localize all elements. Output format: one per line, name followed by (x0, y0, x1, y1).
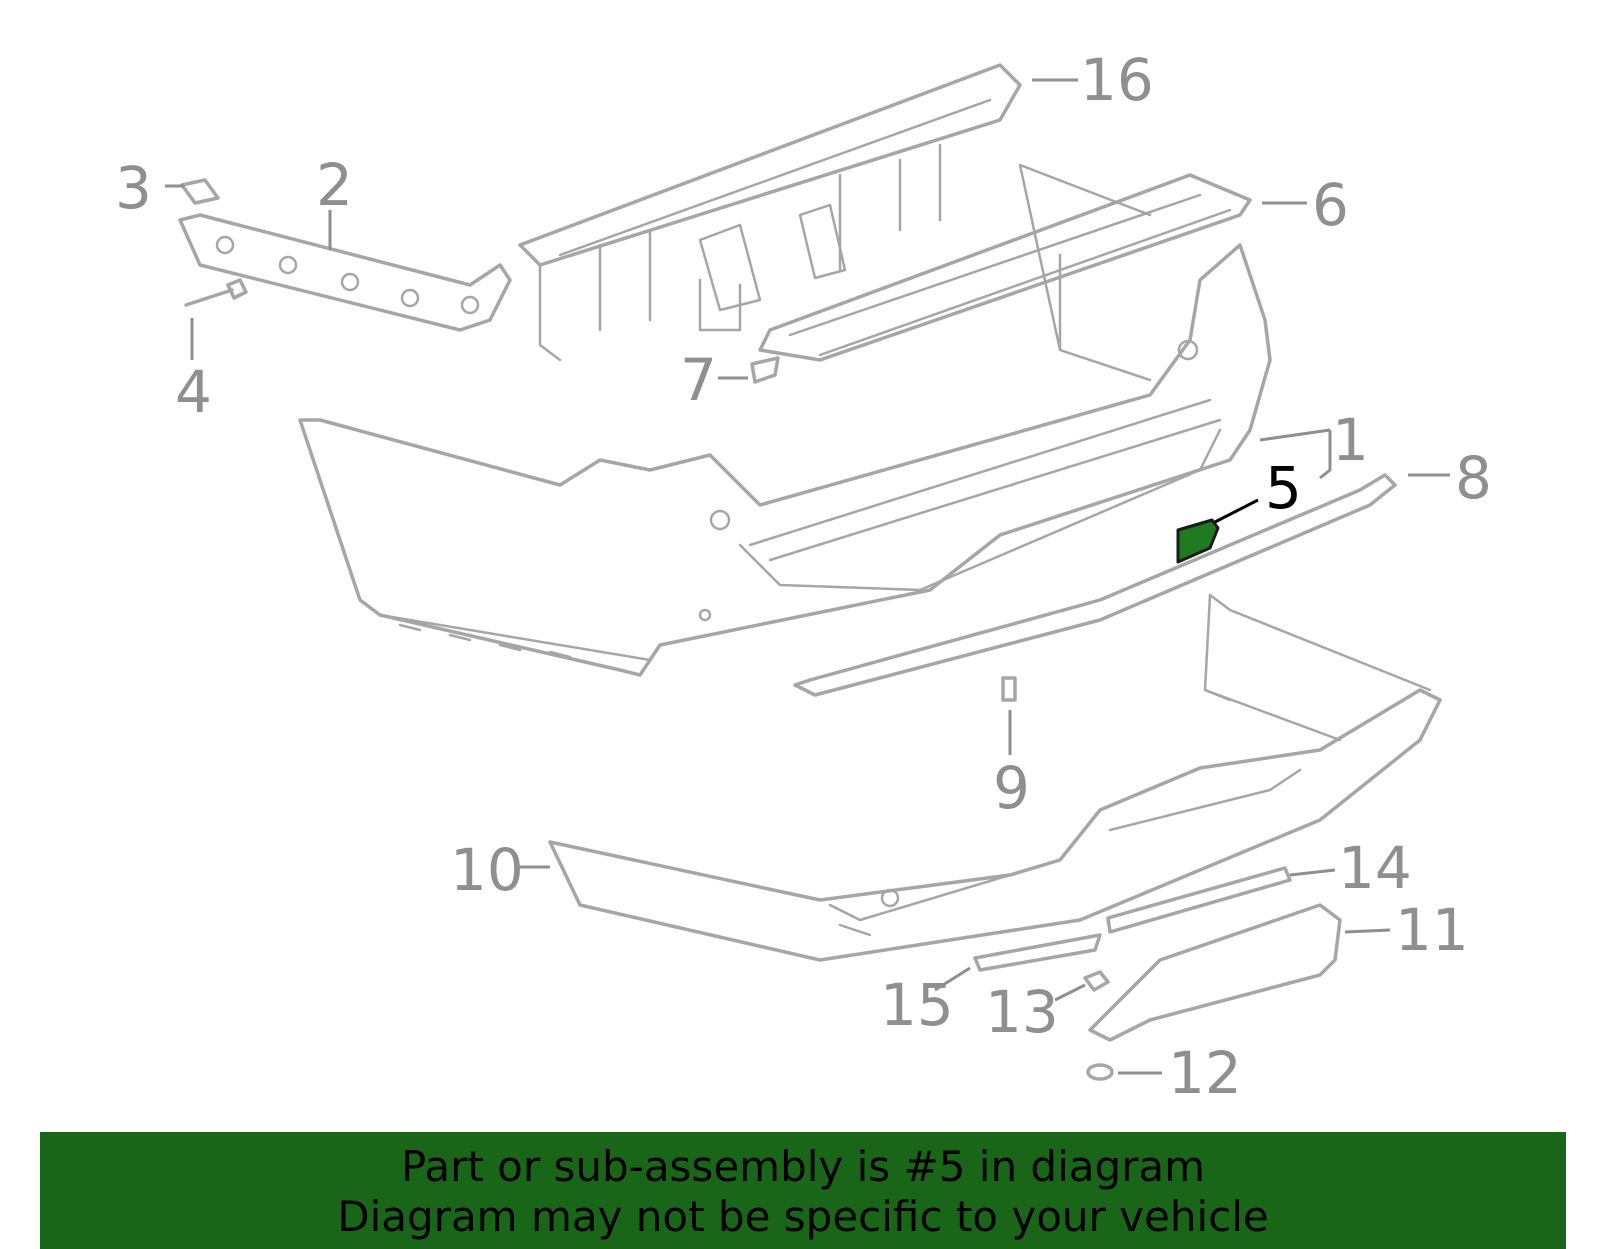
callout-3: 3 (115, 154, 152, 222)
part-4-bolt[interactable] (184, 278, 248, 307)
callout-14: 14 (1338, 834, 1412, 902)
part-1-fascia[interactable] (298, 163, 1272, 677)
callout-8: 8 (1455, 444, 1492, 512)
banner-line-2: Diagram may not be specific to your vehi… (337, 1192, 1269, 1241)
callout-15: 15 (880, 971, 954, 1039)
part-16-reinforcement[interactable] (518, 63, 1022, 362)
part-5-highlighted[interactable] (1176, 518, 1220, 564)
callout-9: 9 (993, 754, 1030, 822)
callout-12: 12 (1168, 1039, 1242, 1107)
part-7-retainer[interactable] (750, 356, 780, 384)
callout-4: 4 (175, 358, 212, 426)
callout-2: 2 (316, 151, 353, 219)
part-10-valance[interactable] (548, 593, 1442, 962)
callout-1: 1 (1332, 406, 1369, 474)
part-8-trim-strip[interactable] (793, 473, 1397, 697)
callout-7: 7 (680, 346, 717, 414)
leader-lines (165, 78, 1450, 1075)
banner-line-1: Part or sub-assembly is #5 in diagram (400, 1142, 1206, 1191)
callout-13: 13 (985, 978, 1059, 1046)
part-12-grommet[interactable] (1086, 1063, 1114, 1081)
part-13-clip[interactable] (1083, 970, 1110, 992)
part-3-clip[interactable] (180, 178, 220, 205)
callout-6: 6 (1312, 171, 1349, 239)
part-6-molding[interactable] (758, 173, 1252, 362)
part-2-bracket[interactable] (178, 213, 512, 332)
callout-5: 5 (1265, 454, 1302, 522)
parts-diagram: 16 6 3 2 4 7 1 5 8 9 10 14 11 15 13 12 (115, 46, 1492, 1107)
info-banner: Part or sub-assembly is #5 in diagram Di… (40, 1132, 1566, 1249)
callout-10: 10 (450, 836, 524, 904)
part-9-insert[interactable] (1001, 676, 1017, 702)
part-14-strip[interactable] (1106, 866, 1292, 934)
callout-11: 11 (1395, 896, 1469, 964)
part-11-tip-trim[interactable] (1088, 903, 1342, 1042)
callout-16: 16 (1080, 46, 1154, 114)
part-15-trim[interactable] (973, 933, 1102, 972)
